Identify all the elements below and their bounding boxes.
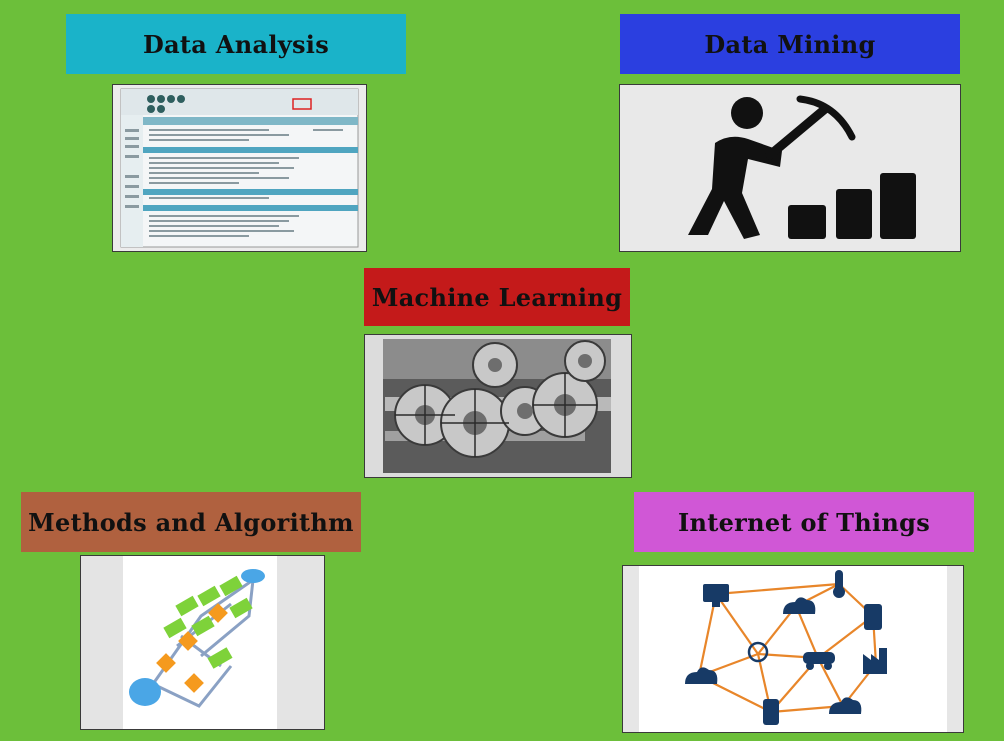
phone-icon	[763, 699, 779, 725]
miner-icon	[688, 95, 916, 239]
data-mining-label: Data Mining	[620, 14, 960, 74]
iot-label: Internet of Things	[634, 492, 974, 552]
methods-image	[80, 555, 325, 730]
network-icon	[639, 566, 947, 732]
data-mining-image	[619, 84, 961, 252]
machine-learning-image	[364, 334, 632, 478]
factory-icon	[863, 648, 887, 674]
tablet-icon	[864, 604, 882, 630]
iot-image	[622, 565, 964, 733]
gears-icon	[383, 339, 611, 473]
machine-learning-label: Machine Learning	[364, 268, 630, 326]
car-icon	[803, 652, 835, 664]
monitor-icon	[703, 584, 729, 602]
cloud-icon	[783, 597, 816, 614]
methods-label: Methods and Algorithm	[21, 492, 361, 552]
data-analysis-image	[112, 84, 367, 252]
data-analysis-label: Data Analysis	[66, 14, 406, 74]
flowchart-icon	[123, 556, 277, 729]
